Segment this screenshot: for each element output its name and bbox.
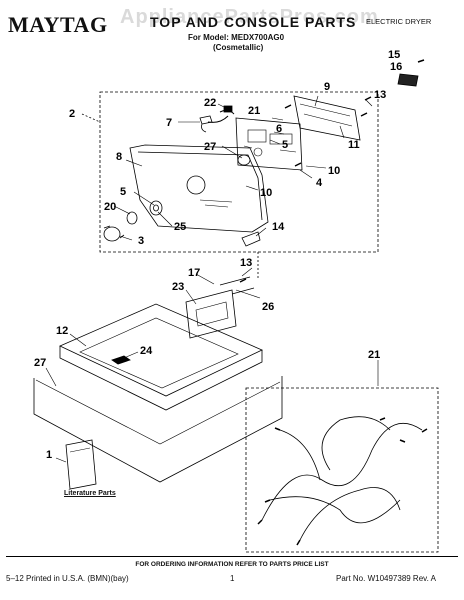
harness-boundary [245,387,439,553]
callout: 9 [324,81,330,93]
page-title: TOP AND CONSOLE PARTS [150,14,357,30]
callout: 17 [188,267,200,279]
product-type: ELECTRIC DRYER [366,17,432,26]
mounting-bracket [185,289,237,339]
callout: 2 [69,108,75,120]
footer-rule [6,556,458,557]
callout: 7 [166,117,172,129]
callout: 11 [348,139,360,151]
cabinet-lid [33,376,283,483]
callout: 5 [282,139,288,151]
variant-line: (Cosmetallic) [213,43,264,52]
literature-parts-label: Literature Parts [64,490,116,497]
console-bracket [293,95,361,141]
callout: 8 [116,151,122,163]
print-info: 5–12 Printed in U.S.A. (BMN)(bay) [6,574,129,583]
callout: 27 [204,141,216,153]
document-part-number: Part No. W10497389 Rev. A [336,574,436,583]
callout: 3 [138,235,144,247]
model-line: For Model: MEDX700AG0 [188,33,285,42]
callout: 16 [390,61,402,73]
callout: 27 [34,357,46,369]
ordering-note: FOR ORDERING INFORMATION REFER TO PARTS … [135,561,329,568]
callout: 10 [260,187,272,199]
callout: 4 [316,177,323,189]
user-interface-board [235,117,303,171]
wire-harness [261,416,423,541]
callout: 22 [204,97,216,109]
callout: 25 [174,221,186,233]
console-panel [129,144,269,233]
console-knob [103,226,121,242]
literature-booklet [65,439,97,490]
brand-logo: MAYTAG [8,12,108,37]
callout: 24 [140,345,153,357]
callout: 14 [272,221,285,233]
callout: 21 [368,349,380,361]
page-number: 1 [230,574,235,583]
callout: 26 [262,301,274,313]
callout: 1 [46,449,52,461]
console-knob-hole [186,175,206,195]
callout: 5 [120,186,126,198]
callout: 15 [388,49,400,61]
callout: 12 [56,325,68,337]
callout: 13 [240,257,252,269]
callout: 23 [172,281,184,293]
console-assembly-boundary [99,91,379,253]
callout: 10 [328,165,340,177]
callout: 20 [104,201,116,213]
callout: 6 [276,123,282,135]
watermark-text: AppliancePartsPros.com [120,6,379,28]
callout: 13 [374,89,386,101]
callout: 21 [248,105,260,117]
